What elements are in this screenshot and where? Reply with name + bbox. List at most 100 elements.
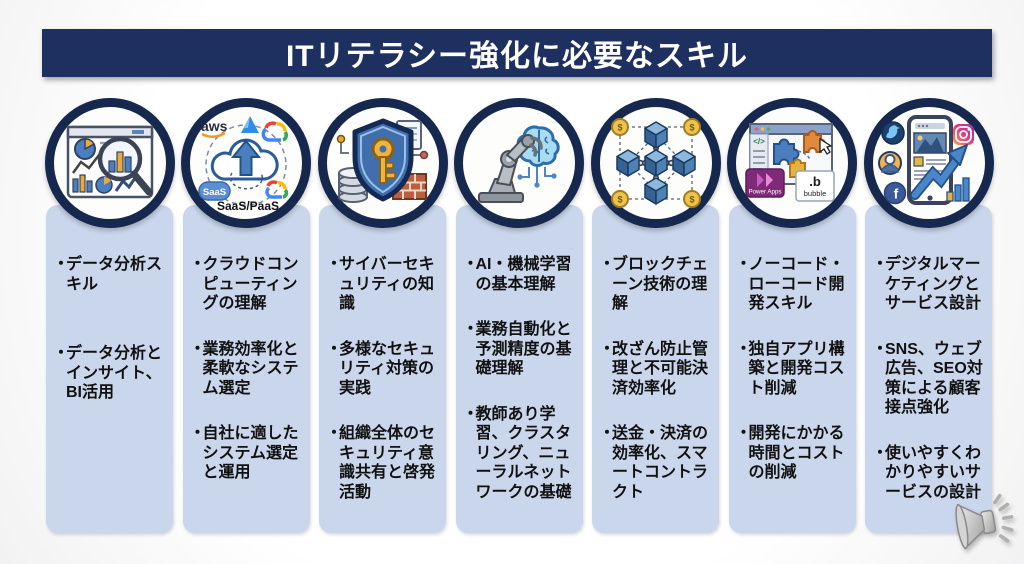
- list-item: ・業務自動化と予測精度の基礎理解: [463, 320, 580, 379]
- bullet-marker: ・: [872, 340, 889, 358]
- column-nocode-lowcode: ・ノーコード・ローコード開発スキル ・独自アプリ構築と開発コスト削減 ・開発にか…: [728, 205, 856, 533]
- bullet-marker: ・: [462, 256, 479, 273]
- item-text: 独自アプリ構築と開発コスト削減: [748, 340, 845, 397]
- bullet-marker: ・: [326, 256, 343, 273]
- svg-text:SaaS: SaaS: [203, 187, 226, 198]
- item-text: データ分析スキル: [66, 256, 163, 293]
- bullet-marker: ・: [462, 405, 479, 423]
- column-items: ・クラウドコンピューティングの理解 ・業務効率化と柔軟なシステム選定 ・自社に適…: [190, 255, 307, 509]
- list-item: ・クラウドコンピューティングの理解: [190, 255, 307, 314]
- icon-circle-data-analysis: [44, 98, 175, 228]
- icon-circle-digital-marketing: f: [863, 98, 994, 228]
- column-digital-marketing: ・デジタルマーケティングとサービス設計 ・SNS、ウェブ広告、SEO対策による顧…: [865, 205, 992, 533]
- item-text: SNS、ウェブ広告、SEO対策による顧客接点強化: [885, 340, 983, 417]
- bullet-marker: ・: [735, 340, 752, 358]
- digital-marketing-phone-icon: f: [877, 115, 974, 205]
- item-text: 教師あり学習、クラスタリング、ニューラルネットワークの基礎: [475, 405, 572, 501]
- column-cloud-computing: ・クラウドコンピューティングの理解 ・業務効率化と柔軟なシステム選定 ・自社に適…: [182, 205, 310, 533]
- bullet-marker: ・: [326, 425, 343, 443]
- data-analytics-dashboard-icon: [66, 125, 153, 199]
- column-cybersecurity: ・サイバーセキュリティの知識 ・多様なセキュリティ対策の実践 ・組織全体のセキュ…: [319, 205, 446, 533]
- bullet-marker: ・: [599, 425, 616, 443]
- list-item: ・データ分析とインサイト、BI活用: [53, 344, 170, 403]
- title-banner: ITリテラシー強化に必要なスキル: [42, 29, 992, 77]
- bullet-marker: ・: [53, 256, 70, 273]
- bullet-marker: ・: [872, 444, 889, 462]
- cybersecurity-shield-key-icon: [336, 118, 428, 203]
- column-ai-ml: ・AI・機械学習の基本理解 ・業務自動化と予測精度の基礎理解 ・教師あり学習、ク…: [455, 205, 583, 533]
- icon-circle-cloud-computing: aws SaaS SaaS/PaaS: [181, 98, 311, 228]
- bullet-marker: ・: [189, 340, 206, 358]
- svg-text:f: f: [893, 186, 898, 202]
- list-item: ・SNS、ウェブ広告、SEO対策による顧客接点強化: [872, 340, 989, 418]
- robot-arm-brain-icon: [478, 125, 560, 203]
- svg-text:</>: </>: [753, 137, 765, 146]
- page-title: ITリテラシー強化に必要なスキル: [285, 40, 749, 73]
- bullet-marker: ・: [189, 425, 206, 443]
- list-item: ・開発にかかる時間とコストの削減: [736, 424, 853, 483]
- list-item: ・送金・決済の効率化、スマートコントラクト: [599, 424, 716, 502]
- list-item: ・教師あり学習、クラスタリング、ニューラルネットワークの基礎: [463, 405, 580, 503]
- icon-circle-ai-ml: [454, 98, 584, 228]
- list-item: ・独自アプリ構築と開発コスト削減: [736, 340, 853, 399]
- bullet-marker: ・: [189, 256, 206, 273]
- item-text: 自社に適したシステム選定と運用: [202, 425, 299, 482]
- list-item: ・使いやすくわかりやすいサービスの設計: [872, 444, 989, 503]
- item-text: ブロックチェーン技術の理解: [612, 256, 709, 313]
- item-text: 改ざん防止管理と不可能決済効率化: [612, 340, 709, 397]
- item-text: 業務効率化と柔軟なシステム選定: [202, 340, 299, 397]
- bullet-marker: ・: [599, 256, 616, 273]
- column-items: ・デジタルマーケティングとサービス設計 ・SNS、ウェブ広告、SEO対策による顧…: [872, 255, 989, 528]
- svg-text:bubble: bubble: [804, 189, 827, 198]
- list-item: ・ノーコード・ローコード開発スキル: [736, 255, 853, 314]
- column-items: ・データ分析スキル ・データ分析とインサイト、BI活用: [53, 255, 170, 429]
- svg-text:.b: .b: [809, 174, 821, 189]
- item-text: 組織全体のセキュリティ意識共有と啓発活動: [339, 425, 436, 501]
- column-blockchain: ・ブロックチェーン技術の理解 ・改ざん防止管理と不可能決済効率化 ・送金・決済の…: [592, 205, 719, 533]
- list-item: ・改ざん防止管理と不可能決済効率化: [599, 340, 716, 399]
- svg-text:$: $: [617, 123, 622, 133]
- item-text: データ分析とインサイト、BI活用: [66, 345, 163, 402]
- blockchain-cubes-icon: $ $ $ $: [610, 118, 701, 208]
- column-items: ・サイバーセキュリティの知識 ・多様なセキュリティ対策の実践 ・組織全体のセキュ…: [326, 255, 443, 528]
- list-item: ・組織全体のセキュリティ意識共有と啓発活動: [326, 424, 443, 502]
- item-text: デジタルマーケティングとサービス設計: [885, 256, 982, 313]
- list-item: ・AI・機械学習の基本理解: [463, 255, 580, 294]
- column-items: ・AI・機械学習の基本理解 ・業務自動化と予測精度の基礎理解 ・教師あり学習、ク…: [463, 255, 580, 528]
- icon-circle-nocode: </> Power Apps .b bubble: [727, 98, 857, 228]
- bullet-marker: ・: [462, 321, 479, 339]
- list-item: ・サイバーセキュリティの知識: [326, 255, 443, 314]
- item-text: 多様なセキュリティ対策の実践: [339, 340, 436, 397]
- svg-text:$: $: [689, 195, 694, 205]
- svg-text:$: $: [689, 123, 694, 133]
- svg-text:$: $: [617, 195, 622, 205]
- bullet-marker: ・: [53, 345, 70, 363]
- audio-speaker-icon[interactable]: [952, 488, 1014, 558]
- list-item: ・ブロックチェーン技術の理解: [599, 255, 716, 314]
- item-text: 業務自動化と予測精度の基礎理解: [475, 321, 572, 378]
- item-text: ノーコード・ローコード開発スキル: [748, 256, 845, 313]
- bullet-marker: ・: [326, 340, 343, 358]
- bullet-marker: ・: [735, 425, 752, 443]
- item-text: 開発にかかる時間とコストの削減: [748, 425, 845, 482]
- svg-text:SaaS/PaaS: SaaS/PaaS: [217, 199, 279, 213]
- column-items: ・ノーコード・ローコード開発スキル ・独自アプリ構築と開発コスト削減 ・開発にか…: [736, 255, 853, 509]
- list-item: ・多様なセキュリティ対策の実践: [326, 340, 443, 399]
- bullet-marker: ・: [872, 256, 889, 273]
- bullet-marker: ・: [735, 256, 752, 273]
- icon-circle-blockchain: $ $ $ $: [590, 98, 721, 228]
- list-item: ・デジタルマーケティングとサービス設計: [872, 255, 989, 314]
- list-item: ・業務効率化と柔軟なシステム選定: [190, 340, 307, 399]
- item-text: 使いやすくわかりやすいサービスの設計: [885, 444, 982, 501]
- item-text: クラウドコンピューティングの理解: [202, 256, 299, 313]
- list-item: ・データ分析スキル: [53, 255, 170, 294]
- cloud-computing-icon: aws SaaS SaaS/PaaS: [198, 116, 289, 213]
- column-items: ・ブロックチェーン技術の理解 ・改ざん防止管理と不可能決済効率化 ・送金・決済の…: [599, 255, 716, 528]
- list-item: ・自社に適したシステム選定と運用: [190, 424, 307, 483]
- bullet-marker: ・: [599, 340, 616, 358]
- column-data-analysis: ・データ分析スキル ・データ分析とインサイト、BI活用: [46, 205, 173, 533]
- svg-text:Power Apps: Power Apps: [748, 189, 781, 196]
- item-text: AI・機械学習の基本理解: [475, 256, 572, 293]
- item-text: 送金・決済の効率化、スマートコントラクト: [612, 425, 709, 501]
